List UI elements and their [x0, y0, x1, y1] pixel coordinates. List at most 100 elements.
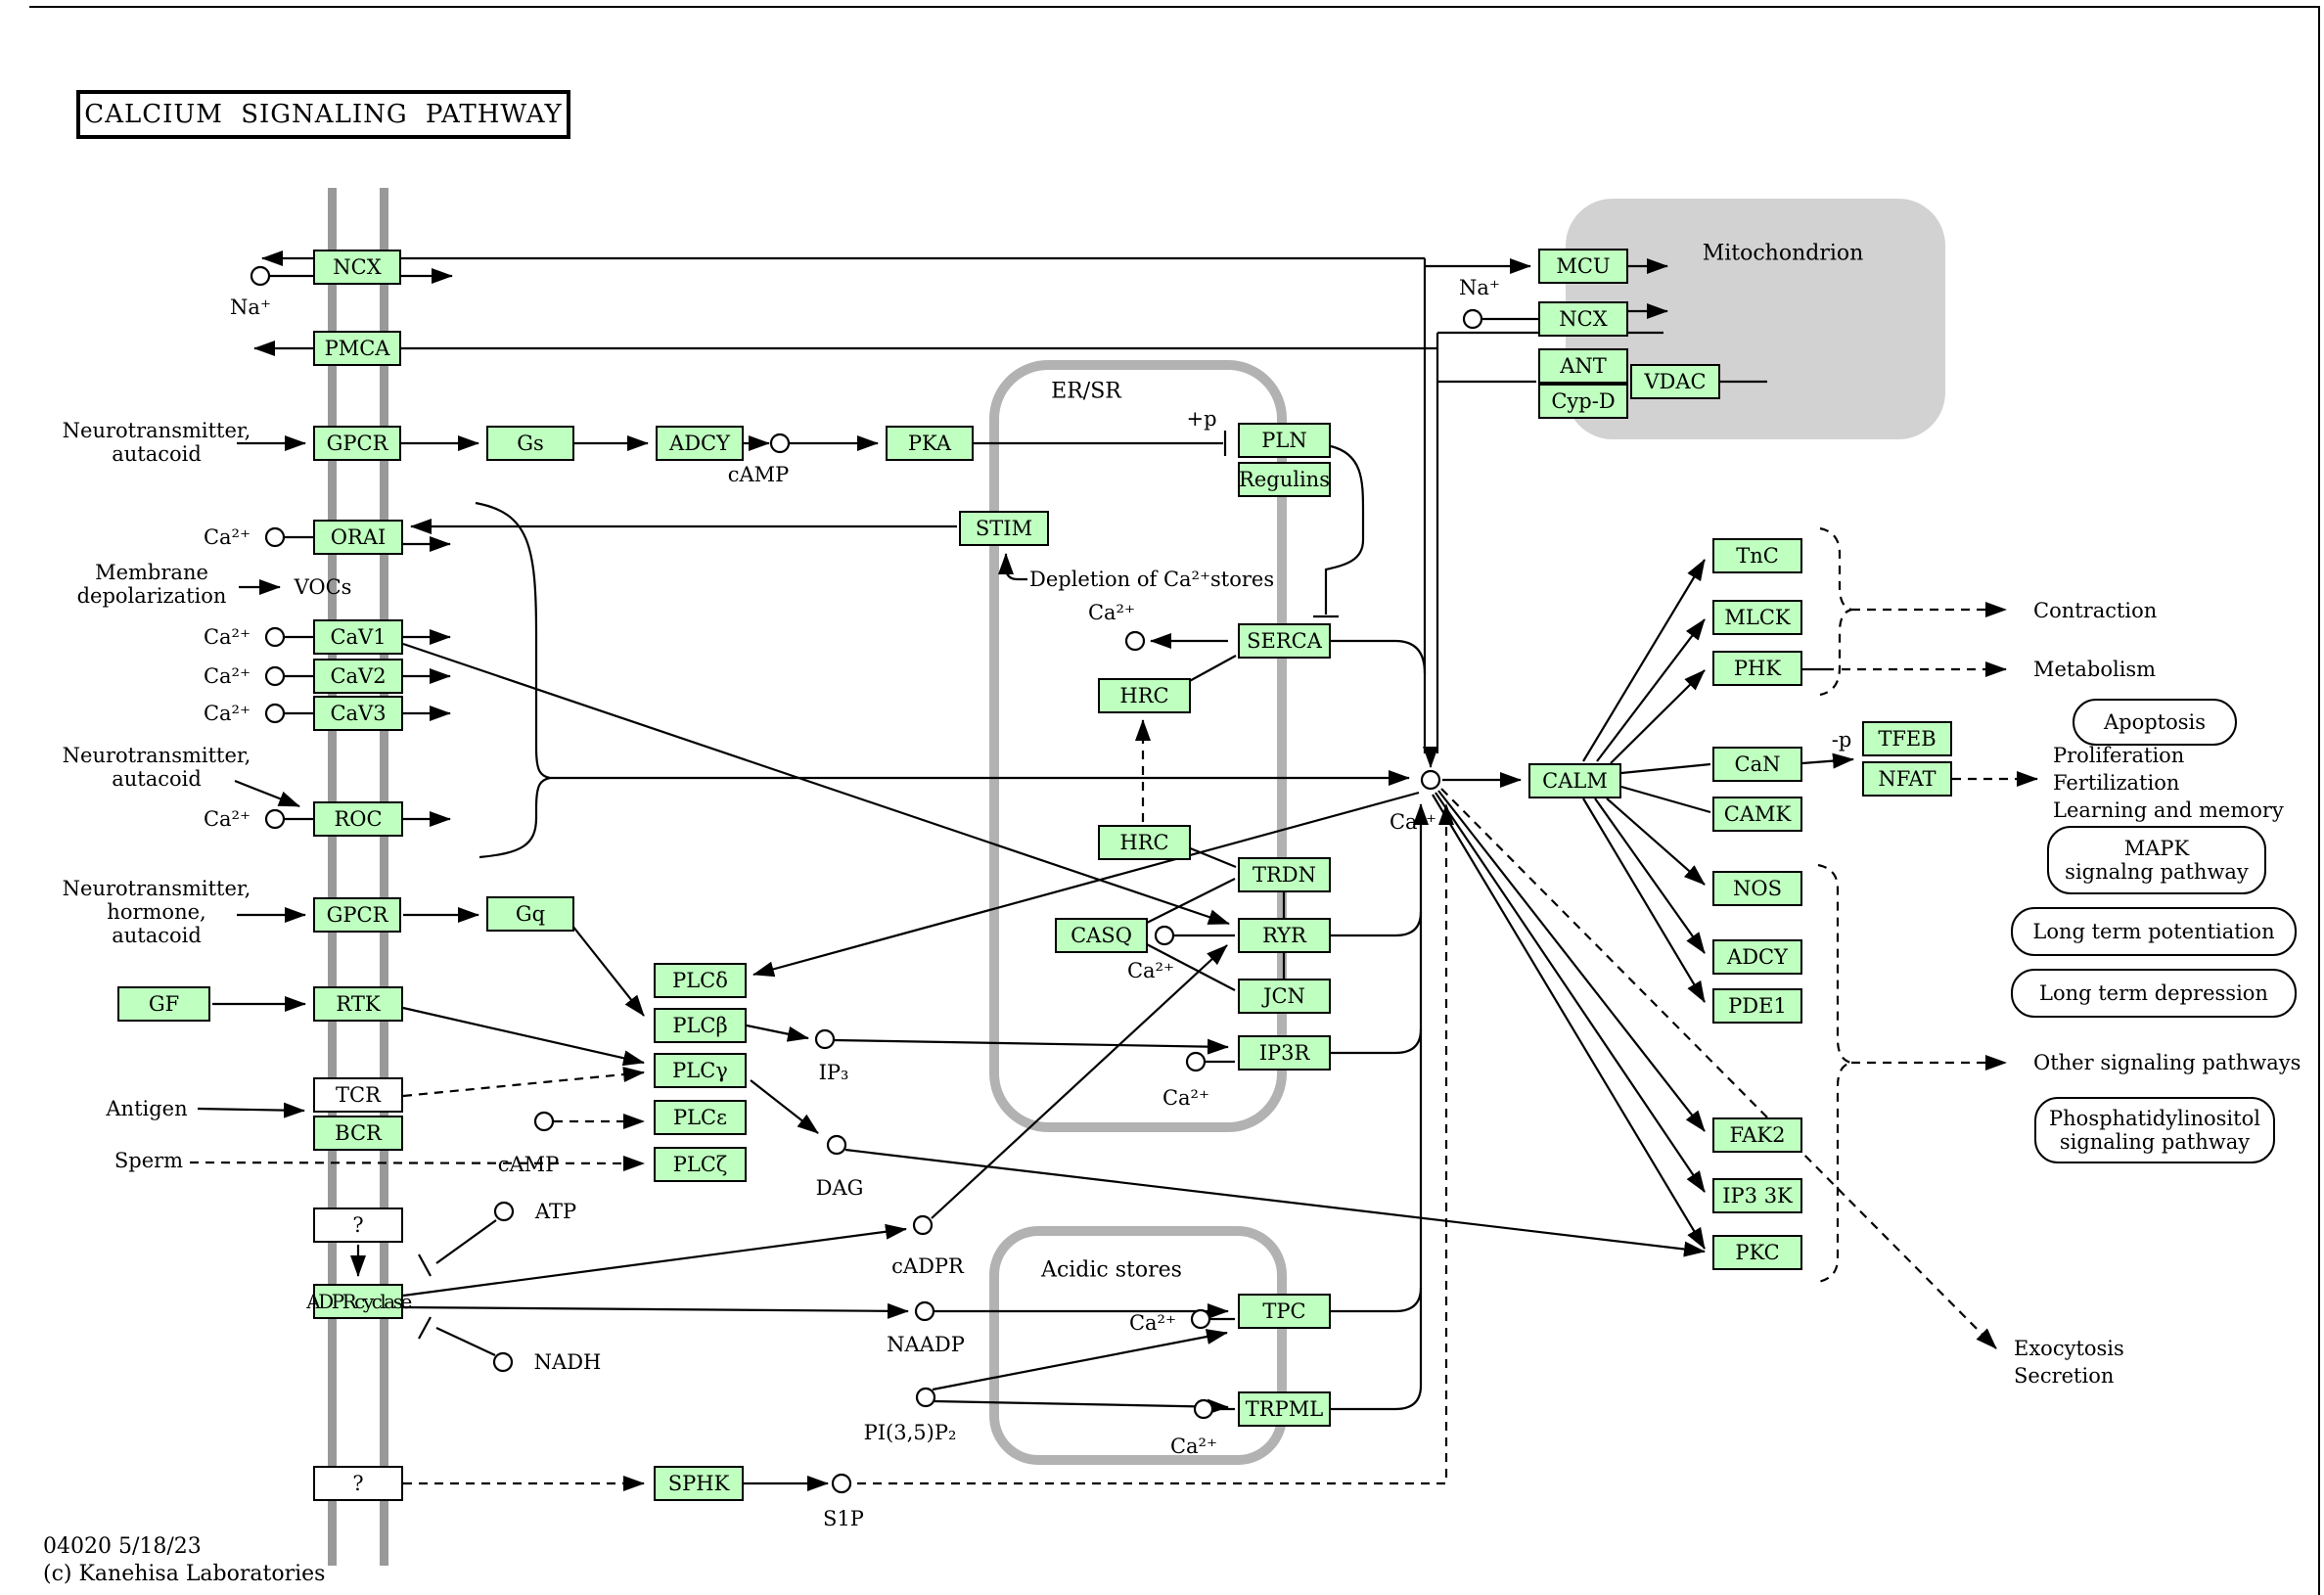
- compartment-label-acidic-stores: Acidic stores: [1041, 1257, 1182, 1283]
- node-sphk[interactable]: SPHK: [654, 1466, 744, 1501]
- node-pkc[interactable]: PKC: [1712, 1235, 1802, 1270]
- node-pmca[interactable]: PMCA: [313, 331, 401, 366]
- node-q1[interactable]: ?: [313, 1208, 403, 1243]
- node-gpcr-2[interactable]: GPCR: [313, 897, 401, 933]
- node-regulins[interactable]: Regulins: [1238, 462, 1331, 497]
- node-adcy-1[interactable]: ADCY: [656, 426, 744, 461]
- label-nt3-line3: autacoid: [112, 924, 202, 947]
- node-gq[interactable]: Gq: [486, 896, 574, 932]
- map-id: 04020 5/18/23: [43, 1534, 202, 1559]
- node-pka[interactable]: PKA: [886, 426, 974, 461]
- node-trpml[interactable]: TRPML: [1238, 1391, 1331, 1427]
- er-sr-shape: [989, 360, 1287, 1132]
- pathway-box-line: Long term potentiation: [2032, 919, 2275, 943]
- label-depletion: Depletion of Ca²⁺stores: [1029, 568, 1275, 591]
- node-q2[interactable]: ?: [313, 1466, 403, 1501]
- node-ryr[interactable]: RYR: [1238, 918, 1331, 953]
- node-adpr[interactable]: ADPRcyclase: [306, 1284, 412, 1319]
- node-rtk[interactable]: RTK: [313, 986, 403, 1022]
- node-ip3-3k[interactable]: IP3 3K: [1712, 1178, 1802, 1213]
- node-phk[interactable]: PHK: [1712, 651, 1802, 686]
- node-can[interactable]: CaN: [1712, 747, 1802, 782]
- node-plcz[interactable]: PLCζ: [654, 1147, 747, 1182]
- label-dag: DAG: [815, 1176, 864, 1200]
- label-nt3-line1: Neurotransmitter,: [62, 877, 251, 900]
- label-camp-1: cAMP: [727, 463, 790, 486]
- plasma-membrane-inner: [380, 188, 388, 1566]
- label-na-pm: Na⁺: [230, 296, 271, 319]
- node-mcu[interactable]: MCU: [1538, 249, 1628, 284]
- node-pde1[interactable]: PDE1: [1712, 988, 1802, 1024]
- node-nos[interactable]: NOS: [1712, 871, 1802, 906]
- label-other-pathways: Other signaling pathways: [2033, 1051, 2301, 1074]
- node-hrc1[interactable]: HRC: [1098, 678, 1191, 713]
- node-jcn[interactable]: JCN: [1238, 979, 1331, 1014]
- label-contraction: Contraction: [2033, 599, 2158, 622]
- node-tfeb[interactable]: TFEB: [1862, 721, 1952, 756]
- node-tpc[interactable]: TPC: [1238, 1294, 1331, 1329]
- pathway-link-ltp[interactable]: Long term potentiation: [2011, 907, 2297, 956]
- node-bcr[interactable]: BCR: [313, 1116, 403, 1151]
- label-metabolism: Metabolism: [2033, 658, 2157, 681]
- node-plce[interactable]: PLCε: [654, 1100, 747, 1135]
- node-ncx-pm[interactable]: NCX: [313, 250, 401, 285]
- label-camp-2: cAMP: [497, 1153, 560, 1176]
- node-ncx-mito[interactable]: NCX: [1538, 301, 1628, 337]
- node-plcd[interactable]: PLCδ: [654, 963, 747, 998]
- label-ca-orai: Ca²⁺: [203, 525, 251, 549]
- central-calcium-node: [1420, 769, 1441, 791]
- node-ip3r[interactable]: IP3R: [1238, 1035, 1331, 1071]
- pathway-box-line: Apoptosis: [2103, 709, 2207, 734]
- node-vdac[interactable]: VDAC: [1630, 364, 1720, 399]
- node-roc[interactable]: ROC: [313, 801, 403, 837]
- node-plcg[interactable]: PLCγ: [654, 1053, 747, 1088]
- node-casq[interactable]: CASQ: [1055, 918, 1148, 953]
- node-calm[interactable]: CALM: [1528, 763, 1621, 798]
- compartment-label-er-sr: ER/SR: [1051, 379, 1121, 404]
- label-outcome-2: Fertilization: [2053, 771, 2180, 795]
- label-ca-ryr: Ca²⁺: [1126, 959, 1175, 982]
- label-ip3: IP₃: [818, 1061, 849, 1084]
- pathway-box-line: MAPK: [2123, 836, 2190, 860]
- node-plcb[interactable]: PLCβ: [654, 1008, 747, 1043]
- label-minus-p: -p: [1831, 728, 1852, 752]
- node-gs[interactable]: Gs: [486, 426, 574, 461]
- node-fak2[interactable]: FAK2: [1712, 1117, 1802, 1153]
- node-orai[interactable]: ORAI: [313, 520, 403, 555]
- node-cyp-d[interactable]: Cyp-D: [1538, 384, 1628, 419]
- node-adcy-2[interactable]: ADCY: [1712, 939, 1802, 975]
- label-nt1-line2: autacoid: [112, 442, 202, 466]
- pathway-box-line: Long term depression: [2039, 980, 2268, 1005]
- label-naadp: NAADP: [887, 1333, 965, 1356]
- node-camk[interactable]: CAMK: [1712, 797, 1802, 832]
- node-gf[interactable]: GF: [117, 986, 210, 1022]
- label-ca-cav1: Ca²⁺: [203, 625, 251, 649]
- node-pln[interactable]: PLN: [1238, 423, 1331, 458]
- node-serca[interactable]: SERCA: [1238, 623, 1331, 659]
- label-ca-trpml: Ca²⁺: [1169, 1435, 1218, 1458]
- node-cav1[interactable]: CaV1: [313, 619, 403, 655]
- node-tcr[interactable]: TCR: [313, 1077, 403, 1113]
- pathway-link-ltd[interactable]: Long term depression: [2011, 969, 2297, 1018]
- label-ca-tpc: Ca²⁺: [1128, 1311, 1177, 1335]
- node-stim[interactable]: STIM: [959, 511, 1049, 546]
- pathway-title: CALCIUM SIGNALING PATHWAY: [76, 90, 570, 139]
- node-gpcr-1[interactable]: GPCR: [313, 426, 401, 461]
- node-hrc2[interactable]: HRC: [1098, 825, 1191, 860]
- label-memb-line1: Membrane: [95, 561, 208, 584]
- label-plus-p: +p: [1186, 407, 1217, 431]
- compartment-label-mitochondrion: Mitochondrion: [1702, 241, 1864, 266]
- node-cav3[interactable]: CaV3: [313, 696, 403, 731]
- node-trdn[interactable]: TRDN: [1238, 857, 1331, 892]
- node-nfat[interactable]: NFAT: [1862, 761, 1952, 797]
- label-outcome-1: Proliferation: [2053, 744, 2185, 767]
- node-ant[interactable]: ANT: [1538, 348, 1628, 384]
- pathway-link-apoptosis[interactable]: Apoptosis: [2073, 699, 2237, 746]
- node-cav2[interactable]: CaV2: [313, 659, 403, 694]
- node-tnc[interactable]: TnC: [1712, 538, 1802, 573]
- node-mlck[interactable]: MLCK: [1712, 600, 1802, 635]
